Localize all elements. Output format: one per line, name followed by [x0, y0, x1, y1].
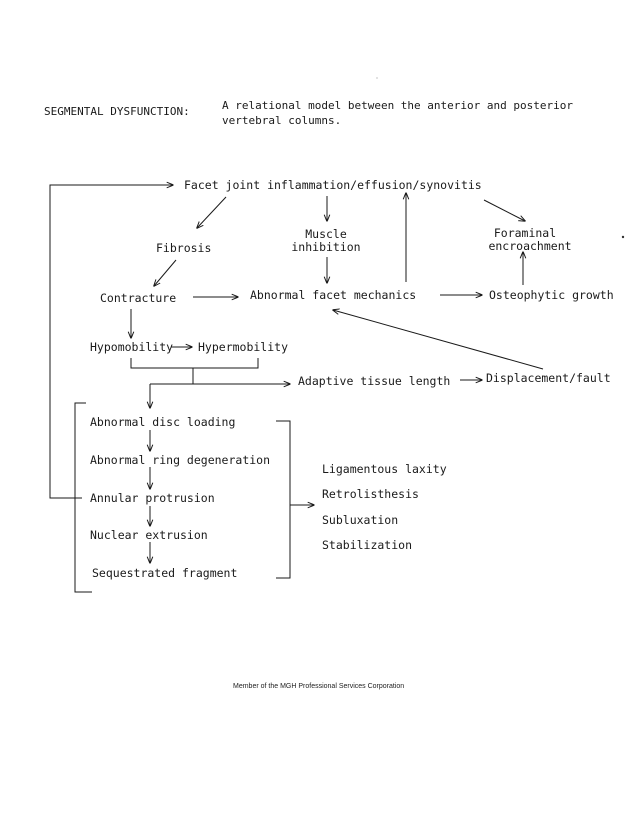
header-title-line1: A relational model between the anterior … — [222, 99, 573, 112]
node-fibrosis: Fibrosis — [156, 241, 212, 255]
arrow-facet-to-foraminal — [483, 199, 525, 221]
node-osteophytic-growth: Osteophytic growth — [489, 288, 614, 302]
node-abnormal-disc-loading: Abnormal disc loading — [90, 415, 236, 429]
scan-speck — [376, 77, 378, 79]
node-muscle-line2: inhibition — [291, 240, 361, 254]
node-ligamentous-laxity: Ligamentous laxity — [322, 462, 447, 476]
footer-member-text: Member of the MGH Professional Services … — [233, 683, 405, 690]
bracket-right-disc-chain — [276, 420, 291, 579]
bracket-left-disc-chain — [74, 402, 92, 593]
node-annular-protrusion: Annular protrusion — [90, 491, 215, 505]
node-muscle-line1: Muscle — [305, 227, 347, 241]
node-retrolisthesis: Retrolisthesis — [322, 487, 419, 501]
header-title-line2: vertebral columns. — [222, 114, 342, 127]
node-abnormal-facet-mechanics: Abnormal facet mechanics — [250, 288, 417, 302]
arrow-facet-to-fibrosis — [197, 196, 227, 228]
arrow-annular-to-facet-loop — [49, 185, 173, 499]
arrow-displacement-to-mechanics — [333, 310, 544, 370]
node-contracture: Contracture — [100, 291, 177, 305]
scan-speck — [621, 235, 625, 239]
node-hypomobility: Hypomobility — [90, 340, 174, 354]
node-facet-joint: Facet joint inflammation/effusion/synovi… — [184, 178, 482, 192]
node-nuclear-extrusion: Nuclear extrusion — [90, 528, 208, 542]
node-displacement-fault: Displacement/fault — [486, 371, 611, 385]
node-sequestrated-fragment: Sequestrated fragment — [92, 566, 238, 580]
node-foraminal-line1: Foraminal — [493, 226, 557, 240]
node-stabilization: Stabilization — [322, 538, 413, 552]
header-label: SEGMENTAL DYSFUNCTION: — [44, 105, 190, 118]
node-hypermobility: Hypermobility — [198, 340, 289, 354]
node-subluxation: Subluxation — [322, 513, 399, 527]
arrow-fibrosis-to-contracture — [154, 259, 177, 286]
bracket-hypo-hyper — [130, 358, 259, 369]
node-foraminal-line2: encroachment — [488, 239, 572, 253]
node-abnormal-ring-degeneration: Abnormal ring degeneration — [90, 453, 271, 467]
node-adaptive-tissue-length: Adaptive tissue length — [298, 374, 451, 388]
